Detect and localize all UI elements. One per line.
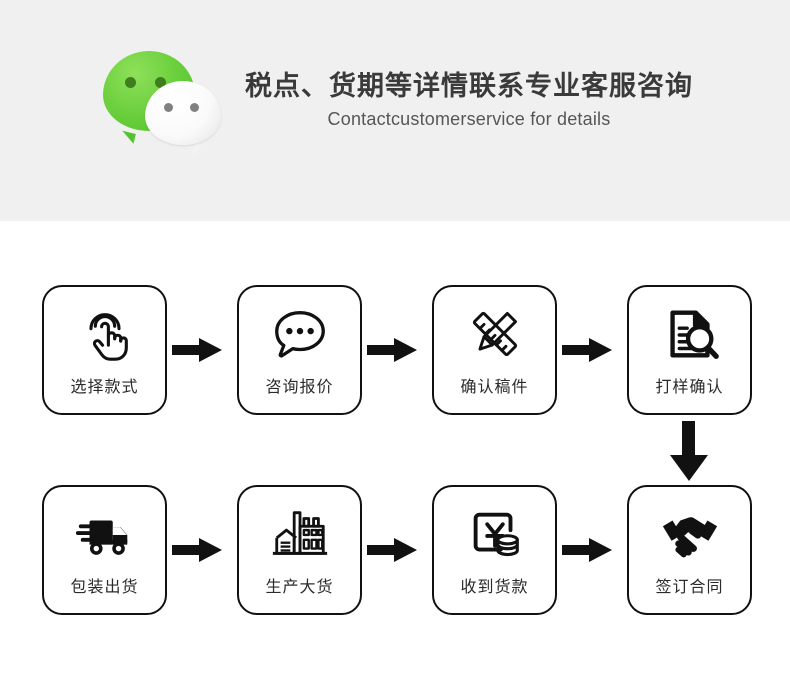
pencil-ruler-icon [462,301,528,367]
flow-step-label: 收到货款 [460,577,529,596]
flow-step-confirm-draft[interactable]: 确认稿件 [432,285,557,415]
wechat-logo [97,45,227,155]
speech-bubble-dots-icon [267,301,333,367]
header-title-chinese: 税点、货期等详情联系专业客服咨询 [245,71,693,103]
green-bubble-eye-right [155,77,166,88]
flow-row-2: 包装出货 [0,485,790,615]
wechat-white-bubble-icon [145,81,221,145]
white-bubble-eye-left [164,103,173,112]
flow-step-label: 打样确认 [655,377,724,396]
arrow-right-icon [367,337,417,363]
tap-hand-icon [72,301,138,367]
flow-step-label: 选择款式 [70,377,139,396]
process-flow-diagram: 选择款式 咨询报价 [0,221,790,697]
yuan-coins-icon [462,501,528,567]
header-banner: 税点、货期等详情联系专业客服咨询 Contactcustomerservice … [0,0,790,221]
factory-icon [267,501,333,567]
arrow-right-icon [172,537,222,563]
delivery-truck-icon [72,501,138,567]
flow-step-sample-confirmation[interactable]: 打样确认 [627,285,752,415]
header-title-english: Contactcustomerservice for details [327,108,611,129]
arrow-right-icon [562,537,612,563]
flow-step-label: 签订合同 [655,577,724,596]
handshake-icon [657,501,723,567]
header-content: 税点、货期等详情联系专业客服咨询 Contactcustomerservice … [0,0,790,200]
flow-step-label: 生产大货 [265,577,334,596]
arrow-down-icon [668,421,710,483]
document-magnifier-icon [657,301,723,367]
flow-step-receive-payment[interactable]: 收到货款 [432,485,557,615]
flow-step-select-style[interactable]: 选择款式 [42,285,167,415]
flow-step-label: 包装出货 [70,577,139,596]
flow-step-mass-production[interactable]: 生产大货 [237,485,362,615]
arrow-right-icon [562,337,612,363]
arrow-right-icon [367,537,417,563]
green-bubble-eye-left [125,77,136,88]
flow-step-label: 确认稿件 [460,377,529,396]
arrow-right-icon [172,337,222,363]
flow-step-sign-contract[interactable]: 签订合同 [627,485,752,615]
flow-row-1: 选择款式 咨询报价 [0,285,790,415]
header-text-group: 税点、货期等详情联系专业客服咨询 Contactcustomerservice … [245,70,693,130]
flow-step-packaging-shipping[interactable]: 包装出货 [42,485,167,615]
white-bubble-eye-right [190,103,199,112]
flow-step-inquire-quote[interactable]: 咨询报价 [237,285,362,415]
flow-step-label: 咨询报价 [265,377,334,396]
